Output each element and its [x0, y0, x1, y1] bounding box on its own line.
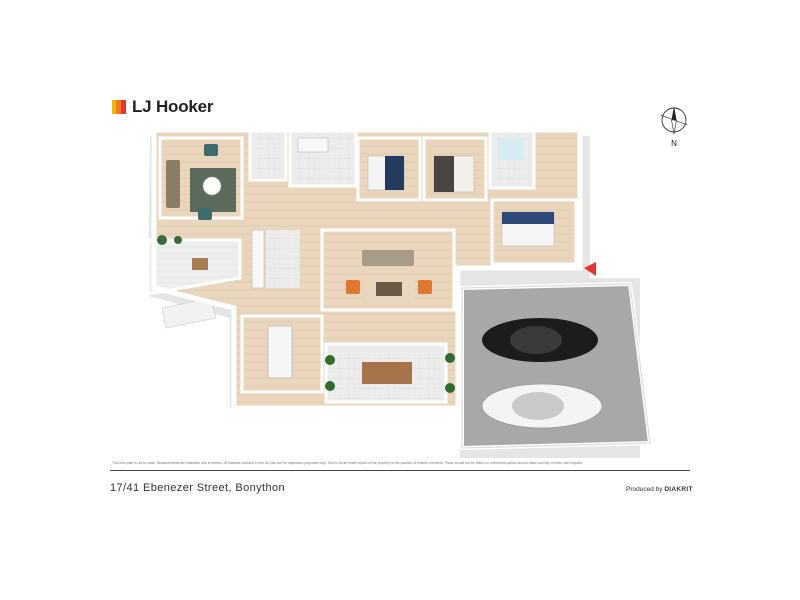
armchair-2	[198, 208, 212, 220]
plant-5	[445, 353, 455, 363]
car-white-roof	[512, 392, 564, 420]
credit-company: DIAKRIT	[664, 486, 693, 493]
alfresco-table	[362, 362, 412, 384]
brand-name: LJ Hooker	[132, 97, 214, 116]
plant-1	[157, 235, 167, 245]
plant-6	[445, 383, 455, 393]
dining-table	[267, 325, 293, 379]
kitchen-bench	[251, 229, 265, 289]
plant-2	[174, 236, 182, 244]
footer-divider	[110, 470, 690, 471]
family-sofa	[166, 160, 180, 208]
producer-credit: Produced by DIAKRIT	[626, 486, 693, 493]
car-black-roof	[510, 326, 562, 354]
armchair-1	[204, 144, 218, 156]
garage-walls	[461, 283, 651, 449]
balcony-table	[192, 258, 208, 270]
compass-north-label: N	[671, 139, 677, 148]
plant-3	[325, 355, 335, 365]
compass-icon: N	[660, 106, 688, 148]
orange-chair-1	[346, 280, 360, 294]
credit-prefix: Produced by	[626, 486, 663, 493]
shower	[498, 138, 524, 160]
brand-logo: LJ Hooker	[112, 97, 214, 117]
master-bed-throw	[502, 212, 554, 224]
lj-hooker-logo-mark	[112, 100, 126, 114]
living-sofa	[362, 250, 414, 266]
stairs-exterior	[161, 297, 217, 329]
laundry-floor	[248, 128, 288, 182]
vanity	[297, 137, 329, 153]
coffee-table	[376, 282, 402, 296]
kitchen-floor	[266, 230, 300, 288]
outer-walls	[151, 127, 583, 411]
property-address: 17/41 Ebenezer Street, Bonython	[110, 482, 286, 494]
plant-4	[325, 381, 335, 391]
bed-2-throw	[434, 156, 454, 192]
bed-1-throw	[385, 156, 404, 190]
entry-marker	[584, 262, 596, 276]
floorplan-3d	[146, 127, 653, 458]
disclaimer-text: This floor plan is not to scale. Measure…	[112, 461, 582, 465]
family-table	[202, 176, 222, 196]
orange-chair-2	[418, 280, 432, 294]
